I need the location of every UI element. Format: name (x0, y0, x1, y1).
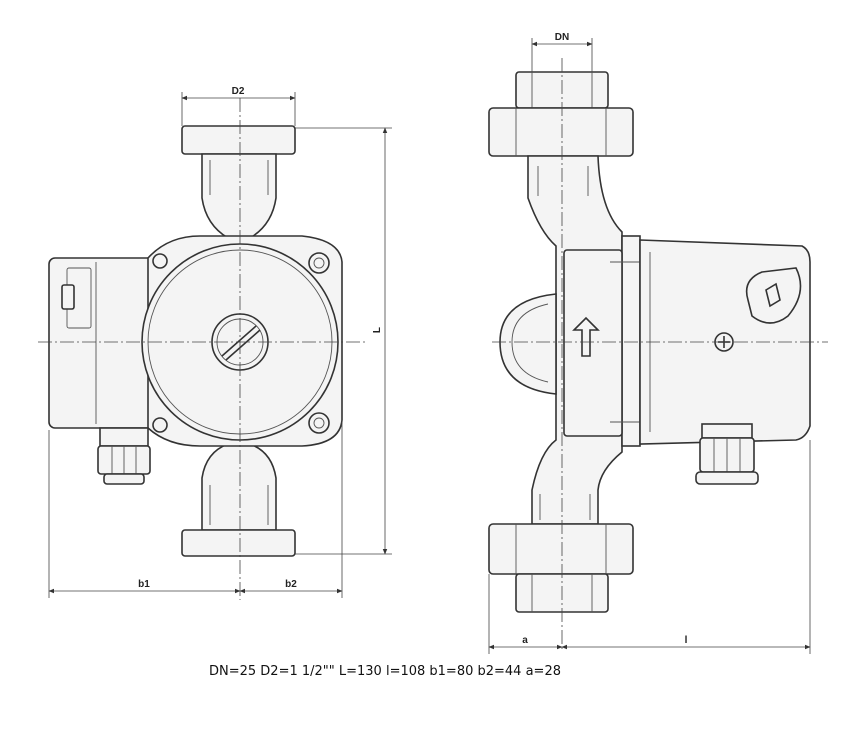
front-dimensions (48, 92, 392, 598)
side-flange-plate (621, 235, 641, 447)
front-screw-bottom-left (152, 417, 168, 433)
front-screw-top-left (152, 253, 168, 269)
side-cable-gland-nut (701, 423, 753, 439)
dimension-specs-caption: DN=25 D2=1 1/2"" L=130 l=108 b1=80 b2=44… (208, 664, 561, 679)
side-dimensions (488, 38, 811, 654)
label-L: L (372, 327, 383, 333)
side-flow-arrow-icon (572, 316, 600, 357)
label-b2: b2 (285, 579, 297, 590)
side-view (488, 58, 828, 650)
side-top-union-nut (488, 107, 634, 157)
front-bottom-flange (181, 529, 296, 557)
label-a: a (522, 635, 528, 646)
front-screw-top-right (308, 252, 330, 274)
label-b1: b1 (138, 579, 150, 590)
front-view (38, 98, 366, 600)
side-volute (499, 293, 557, 395)
front-bottom-pipe (201, 443, 277, 531)
front-top-pipe (201, 153, 277, 239)
label-l: l (685, 635, 688, 646)
front-cable-gland-nut (99, 427, 149, 447)
label-d2: D2 (232, 86, 245, 97)
label-dn: DN (555, 32, 569, 43)
side-bottom-union-nut (488, 523, 634, 575)
front-top-flange (181, 125, 296, 155)
side-nameplate-badge (745, 267, 802, 324)
front-screw-bottom-right (308, 412, 330, 434)
